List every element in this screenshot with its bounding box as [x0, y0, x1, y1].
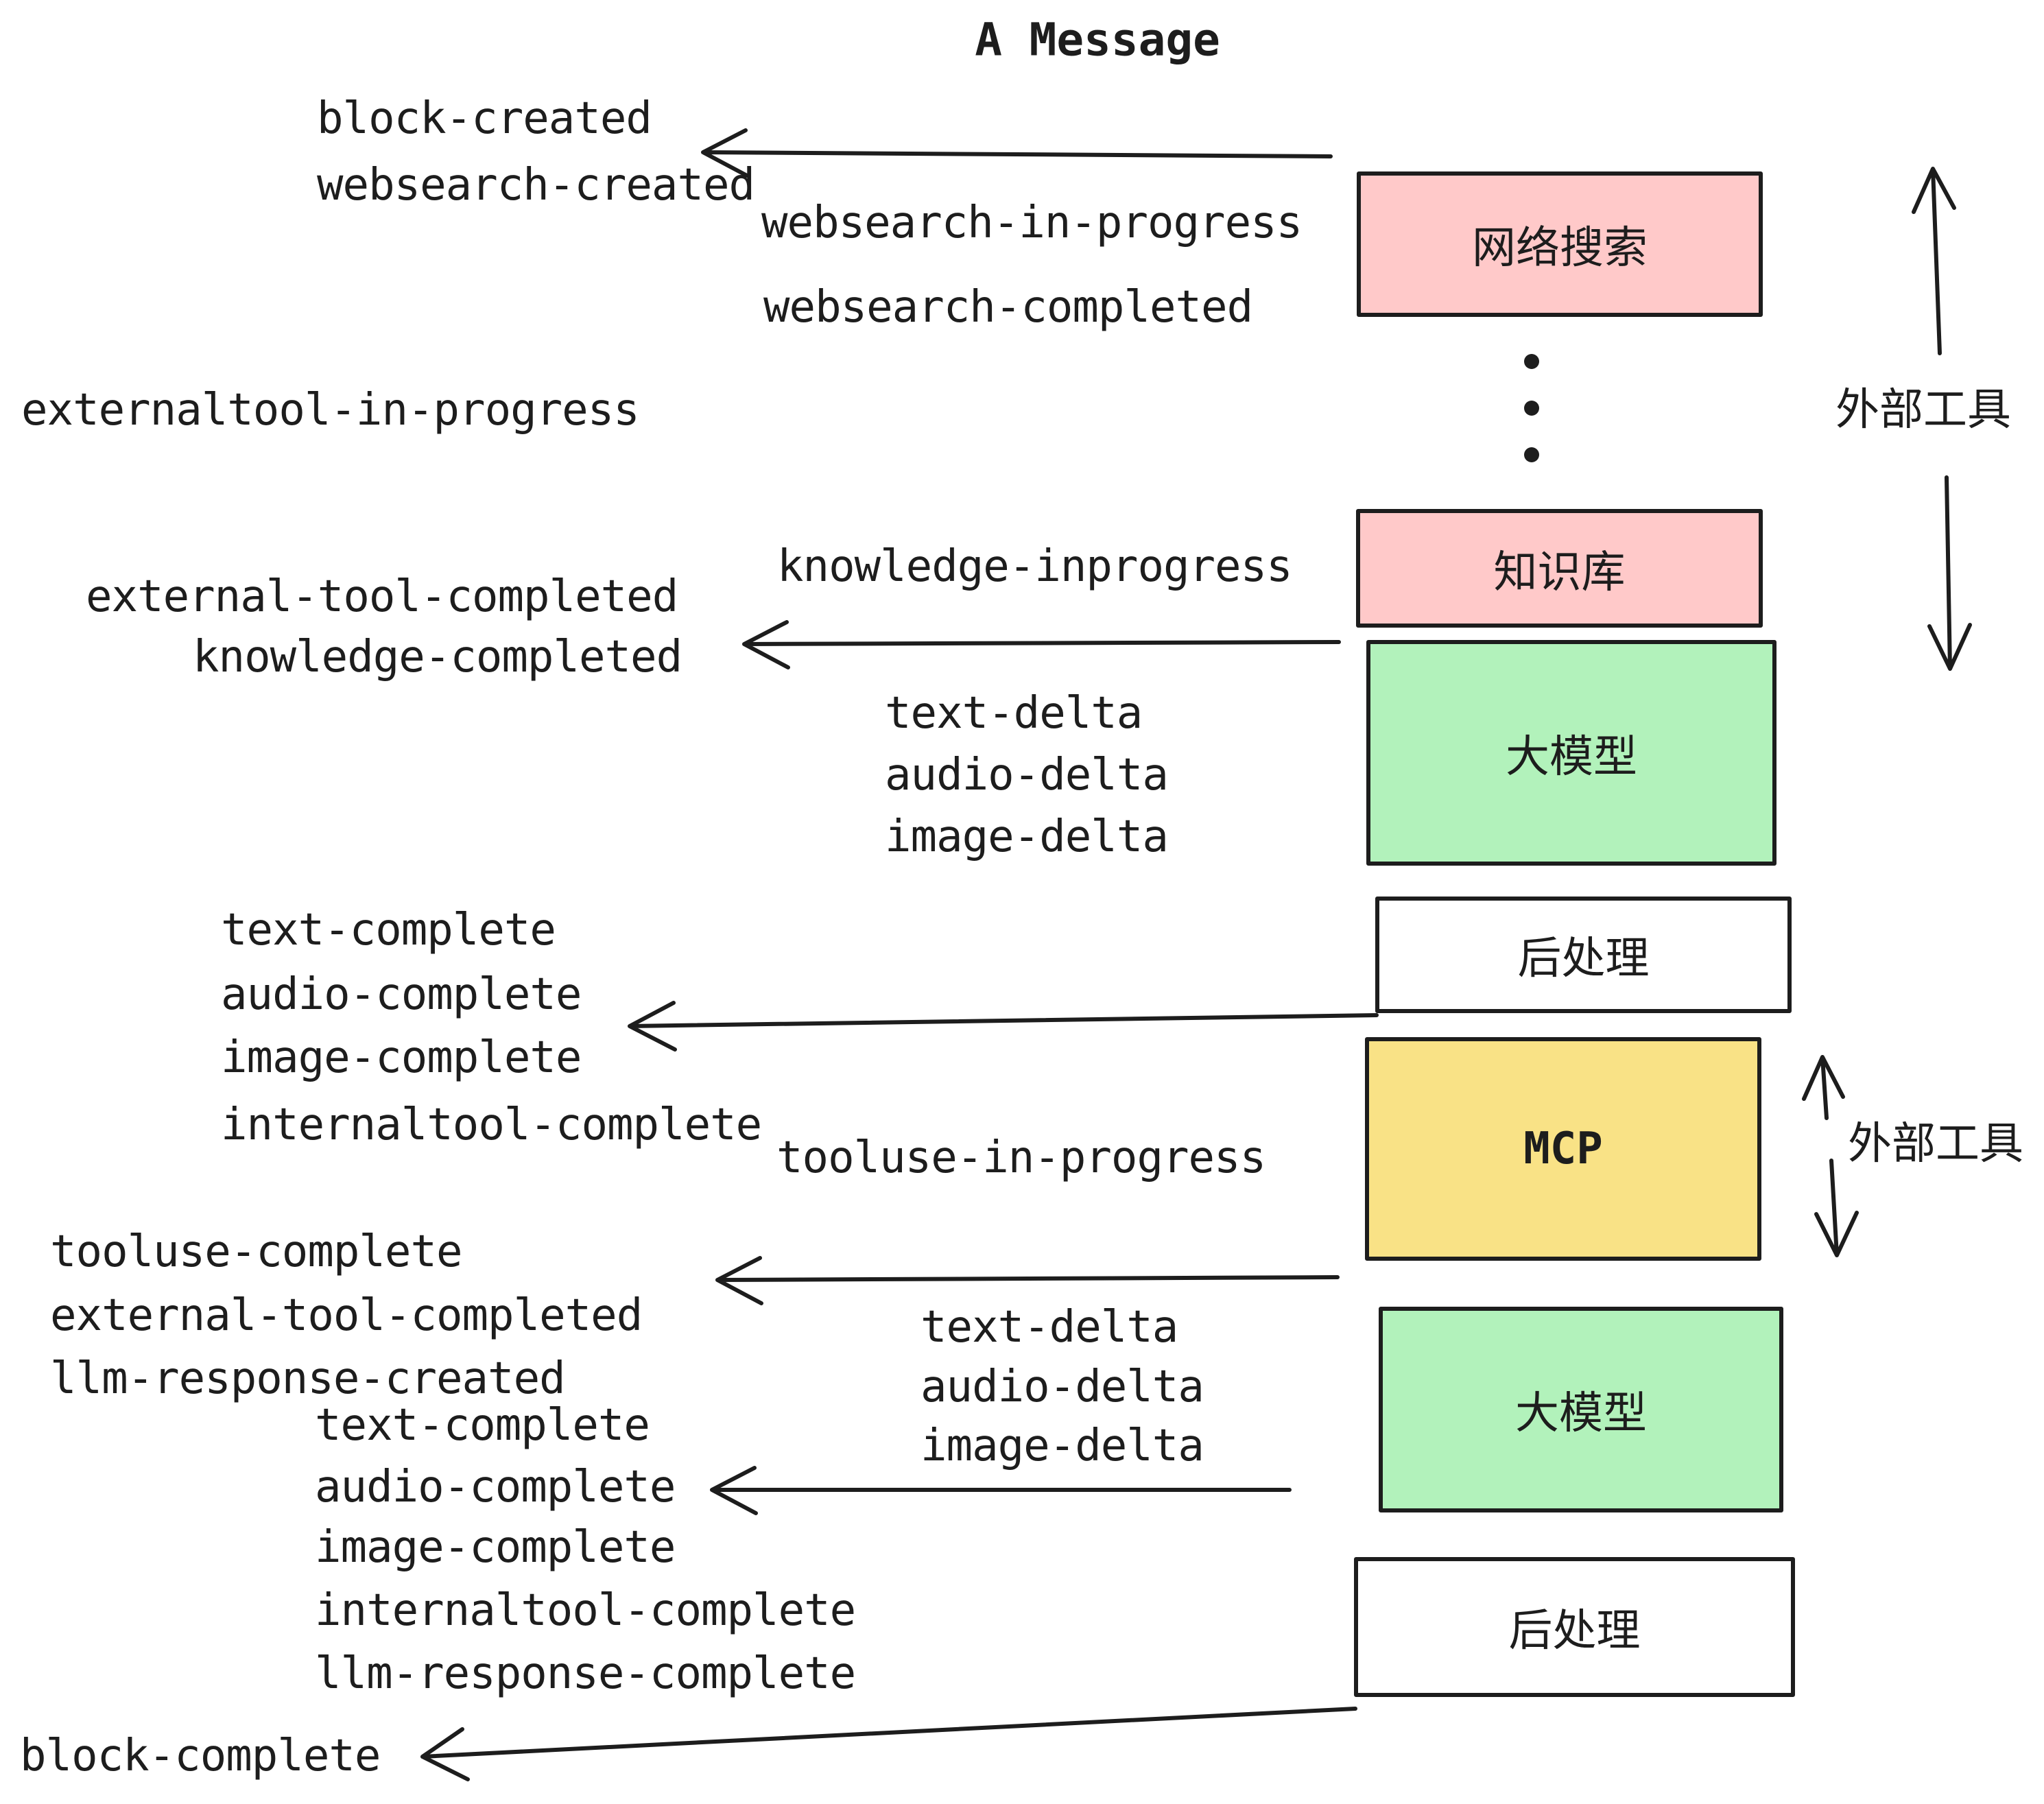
event-knowledge-inprogress: knowledge-inprogress: [777, 541, 1293, 592]
event-audio-delta-bottom: audio-delta: [920, 1362, 1204, 1412]
event-llm-response-created: llm-response-created: [50, 1353, 566, 1404]
event-knowledge-completed: knowledge-completed: [193, 632, 682, 683]
event-block-complete: block-complete: [20, 1731, 381, 1781]
event-image-delta-top: image-delta: [885, 811, 1169, 862]
event-internaltool-complete-top: internaltool-complete: [221, 1100, 762, 1150]
box-llm-top-label: 大模型: [1506, 731, 1637, 781]
diagram-title: A Message: [975, 13, 1220, 67]
event-image-complete-bottom: image-complete: [315, 1522, 676, 1573]
arrow-knowledge-to-knowledge-completed: [742, 620, 1341, 669]
event-image-complete-top: image-complete: [221, 1032, 582, 1083]
event-image-delta-bottom: image-delta: [920, 1421, 1204, 1471]
arrow-llm-to-audio-complete: [710, 1466, 1292, 1515]
external-tools-bottom-arrow-down: [1814, 1159, 1859, 1257]
box-llm-bottom-label: 大模型: [1515, 1388, 1647, 1438]
box-postprocess-bottom: 后处理: [1354, 1557, 1795, 1697]
ellipsis-dots: [1524, 354, 1539, 462]
external-tools-label-top: 外部工具: [1835, 385, 2011, 434]
external-tools-top-arrow-up: [1912, 167, 1956, 355]
box-postprocess-top: 后处理: [1375, 897, 1792, 1013]
event-tooluse-in-progress: tooluse-in-progress: [776, 1132, 1266, 1183]
event-external-tool-completed-top: external-tool-completed: [86, 571, 678, 622]
event-audio-complete-top: audio-complete: [221, 969, 582, 1020]
event-externaltool-in-progress: externaltool-in-progress: [21, 385, 640, 436]
event-audio-delta-top: audio-delta: [885, 750, 1169, 800]
event-internaltool-complete-bottom: internaltool-complete: [315, 1585, 856, 1636]
event-llm-response-complete: llm-response-complete: [315, 1648, 856, 1699]
event-tooluse-complete: tooluse-complete: [50, 1226, 462, 1277]
event-websearch-completed: websearch-completed: [763, 282, 1253, 333]
box-postprocess-top-label: 后处理: [1517, 934, 1650, 983]
event-text-delta-top: text-delta: [885, 688, 1143, 739]
box-mcp: MCP: [1365, 1037, 1761, 1261]
box-websearch-label: 网络搜索: [1472, 223, 1648, 272]
arrow-mcp-to-tooluse-complete: [715, 1256, 1340, 1305]
event-block-created: block-created: [317, 93, 652, 144]
event-text-complete-top: text-complete: [221, 905, 556, 956]
event-websearch-created: websearch-created: [317, 160, 755, 211]
event-websearch-in-progress: websearch-in-progress: [761, 198, 1303, 248]
event-audio-complete-bottom: audio-complete: [315, 1462, 676, 1512]
external-tools-bottom-arrow-up: [1802, 1055, 1845, 1120]
box-websearch: 网络搜索: [1357, 171, 1763, 317]
box-llm-top: 大模型: [1366, 640, 1776, 866]
box-knowledge-label: 知识库: [1493, 547, 1626, 597]
event-text-complete-bottom: text-complete: [315, 1400, 650, 1451]
box-llm-bottom: 大模型: [1379, 1307, 1783, 1512]
box-knowledge: 知识库: [1356, 509, 1763, 628]
box-mcp-label: MCP: [1523, 1124, 1603, 1174]
event-text-delta-bottom: text-delta: [920, 1302, 1178, 1353]
external-tools-label-bottom: 外部工具: [1848, 1119, 2023, 1168]
event-external-tool-completed-mid: external-tool-completed: [50, 1290, 643, 1341]
arrow-post-to-block-complete: [420, 1707, 1357, 1781]
box-postprocess-bottom-label: 后处理: [1508, 1606, 1641, 1655]
arrow-post-to-image-complete: [628, 1001, 1379, 1052]
arrow-websearch-to-block-created: [701, 128, 1333, 178]
external-tools-top-arrow-down: [1927, 475, 1972, 671]
